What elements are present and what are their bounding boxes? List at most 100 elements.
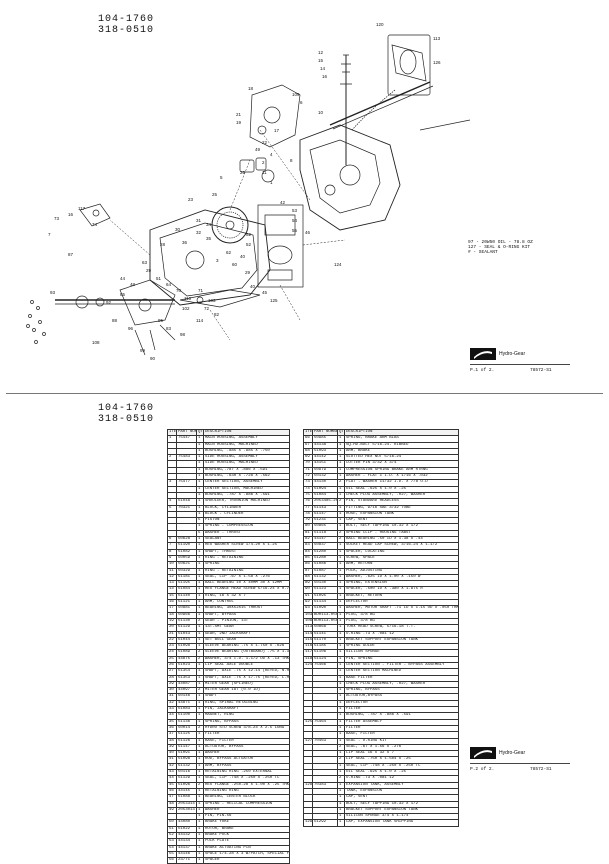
expansion-tank <box>391 44 427 82</box>
description-cell: CENTER SECTION, MACHINED <box>203 485 290 493</box>
description-cell: SIDE HOUSING, MACHINED <box>203 460 290 468</box>
note-seal-kit: 127 - SEAL & O-RING KIT <box>468 245 531 251</box>
description-cell: CENTER SECTION - FILTER - BYPASS ASSEMBL… <box>344 661 459 670</box>
part-number-cell: 2053013 <box>176 806 197 815</box>
col-part-number: PART NUMBER <box>312 428 338 437</box>
callout: 16 <box>322 74 328 79</box>
col-qty: QTY <box>196 428 204 437</box>
col-qty: QTY <box>337 428 345 437</box>
description-cell: BRACKET SUPPORT EXPANSION TANK <box>344 636 459 645</box>
description-cell: SLEEVE BEARING .75 X 1.750 X .626 <box>203 643 290 651</box>
description-cell: CENTER SECTION, ASSEMBLY <box>203 479 290 487</box>
description-cell: LIP SEAL .750 X 1.504 X .25 <box>344 756 459 764</box>
brake-assembly <box>119 279 176 326</box>
description-cell: BUSHING, .630 X .728 X .562 <box>203 473 290 481</box>
main-housing <box>149 209 271 306</box>
footer-rule <box>470 763 570 764</box>
description-cell: SPACER <box>203 857 290 864</box>
description-cell: CHECK PLUG ASSEMBLY, .027, WASHER <box>344 491 459 500</box>
description-cell: WASHER, .625 ID X 1.00 X .150 W <box>344 573 459 582</box>
description-cell: FLAT - WASHER 11/32 I.D. X 7/8 O.D <box>344 479 459 487</box>
model-number: 104-1760 <box>98 403 155 414</box>
callout: 42 <box>280 200 286 205</box>
callout: 82 <box>214 312 220 317</box>
description-cell: OIL SEAL .625 X 1.0 X .25 <box>344 769 459 777</box>
callout: 92 <box>106 300 112 305</box>
callout: 96 <box>128 326 134 331</box>
callout: 4 <box>270 152 273 157</box>
description-cell: GEAR - PINION, 13T <box>203 617 290 626</box>
note-oil: 97 - 20W50 OIL - 78.8 OZ <box>468 240 533 245</box>
center-section <box>249 84 301 148</box>
item-cell: 124 <box>303 661 313 670</box>
callout: 109 <box>292 92 300 97</box>
item-cell: 56 <box>167 857 177 864</box>
callout: 16 <box>68 212 74 217</box>
parts-table-right: ITEM PART NUMBER QTY DESCRIPTION 6650985… <box>303 428 459 827</box>
callout: 126 <box>433 60 441 65</box>
callout: 29 <box>245 270 251 275</box>
description-cell: EXPANSION TANK, ASSEMBLY <box>344 781 459 789</box>
callout: 28 <box>160 242 166 247</box>
exploded-diagram <box>26 34 471 356</box>
description-cell: FITTING, 9/16 SAE 3/32 TUBE <box>344 504 459 512</box>
item-cell: 118 <box>303 655 313 664</box>
sheet-divider <box>6 393 603 394</box>
callout: 113 <box>433 36 441 41</box>
description-cell: COMPRESSION SPRING BRAKE ARM RTRNG <box>344 466 459 475</box>
callout: 17 <box>274 128 280 133</box>
callout: 52 <box>246 242 252 247</box>
callout: 110 <box>184 296 192 301</box>
description-cell: MAIN HOUSING, ASSEMBLY <box>203 435 290 443</box>
callout: 120 <box>376 22 384 27</box>
callout: 124 <box>334 262 342 267</box>
side-housing <box>299 124 401 231</box>
callout: 55 <box>292 228 298 233</box>
callout: 53 <box>292 208 298 213</box>
parts-table-left: ITEM PART NUMBER QTY DESCRIPTION 1754471… <box>167 428 290 864</box>
callout: 71 <box>198 288 204 293</box>
part-number-cell: BO0113-0500 <box>312 611 338 619</box>
callout: 102 <box>182 306 190 311</box>
diagram-notes: 97 - 20W50 OIL - 78.8 OZ 127 - SEAL & O-… <box>468 240 533 256</box>
filter-bypass-box <box>257 204 304 288</box>
item-cell: 103 <box>303 611 313 619</box>
description-cell: TORX HEAD SCREW, 5/16-18 T.T. <box>344 624 459 632</box>
item-cell: 125 <box>303 718 313 726</box>
bull-gear <box>211 206 249 244</box>
callout: 7 <box>48 232 51 237</box>
part-number-cell: 51292 <box>312 819 338 827</box>
description-cell: BOLT, SELF TAPPING 10-32 X 1/2 <box>344 523 459 531</box>
brand-name: Hydro-Gear <box>499 750 526 756</box>
description-cell: ROD, BYPASS ACTUATOR <box>203 756 290 764</box>
part-number: 318-0510 <box>98 25 155 36</box>
description-cell: HEX FLANGE HEAD SCREW 5/16-24 X 0.75 <box>203 586 290 594</box>
callout: 83 <box>166 326 172 331</box>
description-cell: SIDE HOUSING, ASSEMBLY <box>203 454 290 462</box>
callout: 6 <box>300 100 303 105</box>
doc-code: 78572-S1 <box>530 368 552 373</box>
callout: 21 <box>236 112 242 117</box>
